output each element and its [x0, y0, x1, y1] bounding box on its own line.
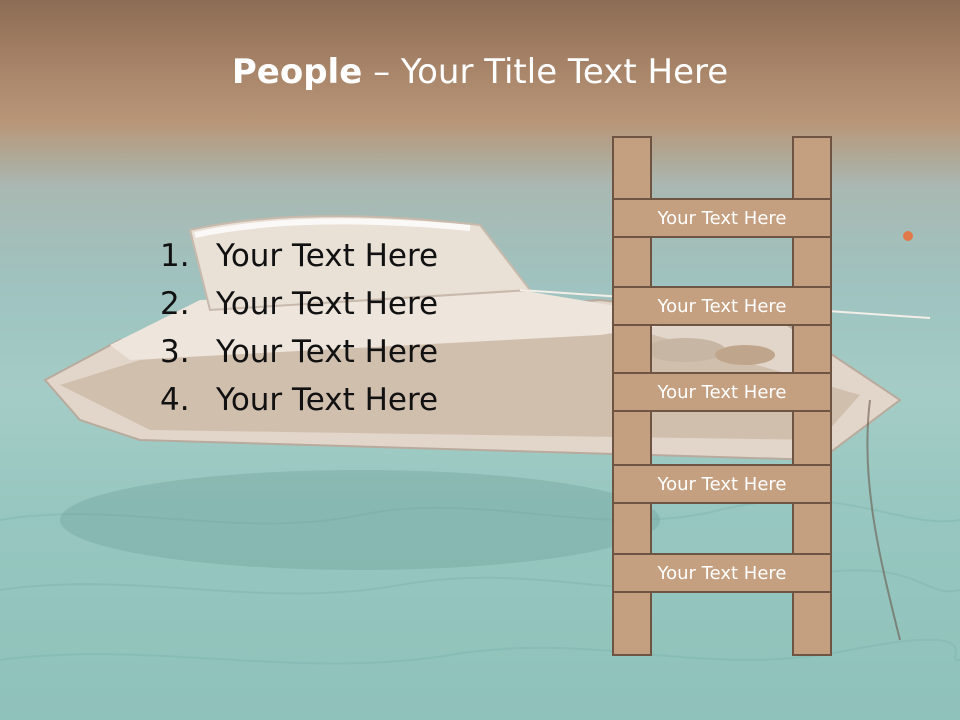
- ladder-rung: Your Text Here: [612, 286, 832, 326]
- list-text: Your Text Here: [216, 286, 439, 322]
- ladder-rung: Your Text Here: [612, 372, 832, 412]
- list-text: Your Text Here: [216, 238, 439, 274]
- title-rest: – Your Title Text Here: [373, 52, 729, 92]
- ladder-rung: Your Text Here: [612, 553, 832, 593]
- title-bold: People: [231, 52, 363, 92]
- list-text: Your Text Here: [216, 334, 439, 370]
- numbered-list: 1. Your Text Here 2. Your Text Here 3. Your…: [160, 232, 438, 424]
- ladder-rung: Your Text Here: [612, 198, 832, 238]
- ladder-rung: Your Text Here: [612, 464, 832, 504]
- list-number: 2.: [160, 286, 190, 322]
- list-item: 3. Your Text Here: [160, 328, 438, 376]
- list-item: 1. Your Text Here: [160, 232, 438, 280]
- list-item: 2. Your Text Here: [160, 280, 438, 328]
- list-number: 3.: [160, 334, 190, 370]
- list-text: Your Text Here: [216, 382, 439, 418]
- list-number: 4.: [160, 382, 190, 418]
- slide-title: People – Your Title Text Here: [0, 52, 960, 92]
- list-number: 1.: [160, 238, 190, 274]
- list-item: 4. Your Text Here: [160, 376, 438, 424]
